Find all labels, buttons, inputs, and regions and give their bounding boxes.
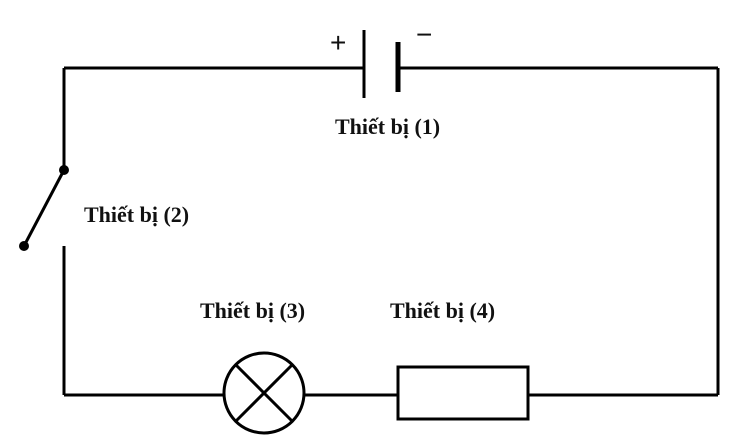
switch-label: Thiết bị (2) [84,202,189,227]
lamp-cross-b [234,363,294,423]
switch-blade [22,169,66,247]
switch-contact-bottom [19,241,29,251]
minus-sign: − [416,19,432,50]
battery-label: Thiết bị (1) [335,114,440,139]
lamp-circle [222,351,306,435]
battery-symbol [362,30,401,98]
switch-contact-top [59,165,69,175]
resistor-symbol [396,365,530,421]
switch-symbol [19,165,69,251]
lamp-label: Thiết bị (3) [200,298,305,323]
lamp-symbol [222,351,306,435]
resistor-label: Thiết bị (4) [390,298,495,323]
plus-sign: + [330,27,346,58]
